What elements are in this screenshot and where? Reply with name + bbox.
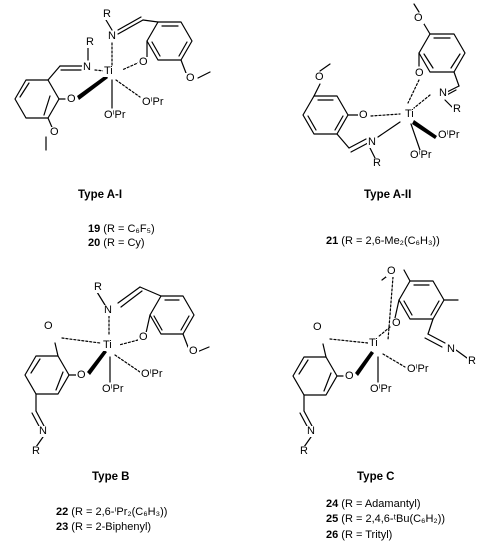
ring-left	[14, 79, 60, 119]
atom-n: N	[438, 87, 448, 99]
structure-type-a-i	[14, 16, 211, 151]
atom-o: O	[314, 71, 325, 83]
atom-oipr: OⁱPr	[141, 96, 165, 108]
atom-r: R	[102, 8, 112, 20]
compound-number: 20	[88, 237, 101, 249]
atom-n: N	[107, 30, 117, 42]
compound-formula: (R = 2,6-Me₂(C₆H₃))	[338, 235, 440, 247]
atom-n: N	[38, 425, 48, 437]
atom-ti: Ti	[103, 65, 114, 77]
structure-type-b	[24, 286, 210, 448]
compound-entry: 22 (R = 2,6-ⁱPr₂(C₆H₃))	[56, 507, 167, 518]
atom-o: O	[138, 331, 149, 343]
atom-r: R	[93, 281, 103, 293]
compound-number: 19	[88, 223, 101, 235]
compound-entry: 23 (R = 2-Biphenyl)	[56, 522, 151, 533]
atom-o: O	[138, 56, 149, 68]
atom-o: O	[49, 126, 60, 138]
compound-formula: (R = 2,6-ⁱPr₂(C₆H₃))	[68, 506, 168, 518]
compound-entry: 20 (R = Cy)	[88, 238, 145, 249]
type-b-title: Type B	[92, 471, 130, 483]
atom-o: O	[391, 317, 402, 329]
atom-n: N	[367, 136, 377, 148]
atom-n: N	[306, 425, 316, 437]
compound-entry: 24 (R = Adamantyl)	[326, 499, 420, 510]
atom-o: O	[43, 320, 54, 332]
atom-ti: Ti	[102, 339, 113, 351]
atom-r: R	[452, 103, 462, 115]
type-a-i-title: Type A-I	[78, 189, 123, 201]
atom-r: R	[85, 36, 95, 48]
atom-o: O	[413, 12, 424, 24]
type-c-title: Type C	[357, 471, 395, 483]
atom-r: R	[299, 445, 309, 457]
atom-oipr: OⁱPr	[103, 109, 127, 121]
atom-ti: Ti	[404, 108, 415, 120]
atom-n: N	[446, 343, 456, 355]
atom-o: O	[344, 370, 355, 382]
compound-number: 22	[56, 506, 69, 518]
atom-r: R	[467, 355, 477, 367]
atom-oipr: OⁱPr	[140, 368, 164, 380]
atom-r: R	[31, 445, 41, 457]
compound-formula: (R = Cy)	[100, 237, 145, 249]
ring-right	[146, 21, 193, 61]
compound-formula: (R = Adamantyl)	[338, 498, 421, 510]
atom-n: N	[82, 61, 92, 73]
atom-oipr: OⁱPr	[437, 129, 461, 141]
compound-number: 21	[326, 235, 339, 247]
compound-formula: (R = C₆F₅)	[100, 223, 155, 235]
atom-oipr: OⁱPr	[369, 383, 393, 395]
atom-r: R	[372, 157, 382, 169]
compound-entry: 19 (R = C₆F₅)	[88, 224, 155, 235]
compound-number: 26	[326, 529, 339, 541]
structure-type-c	[292, 269, 468, 448]
compound-formula: (R = 2,4,6-ᵗBu(C₆H₂))	[338, 513, 446, 525]
compound-number: 23	[56, 521, 69, 533]
atom-o: O	[414, 67, 425, 79]
atom-o: O	[76, 369, 87, 381]
compound-entry: 25 (R = 2,4,6-ᵗBu(C₆H₂))	[326, 514, 445, 525]
atom-o: O	[312, 321, 323, 333]
atom-oipr: OⁱPr	[101, 383, 125, 395]
compound-number: 25	[326, 513, 339, 525]
compound-formula: (R = 2-Biphenyl)	[68, 521, 152, 533]
compound-number: 24	[326, 498, 339, 510]
atom-o: O	[66, 93, 77, 105]
atom-o: O	[386, 265, 397, 277]
atom-oipr: OⁱPr	[406, 363, 430, 375]
atom-o: O	[185, 72, 196, 84]
compound-formula: (R = Trityl)	[338, 529, 393, 541]
atom-o: O	[358, 109, 369, 121]
atom-ti: Ti	[368, 337, 379, 349]
compound-entry: 21 (R = 2,6-Me₂(C₆H₃))	[326, 236, 440, 247]
atom-o: O	[188, 345, 199, 357]
atom-n: N	[103, 304, 113, 316]
compound-entry: 26 (R = Trityl)	[326, 530, 392, 541]
type-a-ii-title: Type A-II	[364, 189, 412, 201]
atom-oipr: OⁱPr	[409, 149, 433, 161]
